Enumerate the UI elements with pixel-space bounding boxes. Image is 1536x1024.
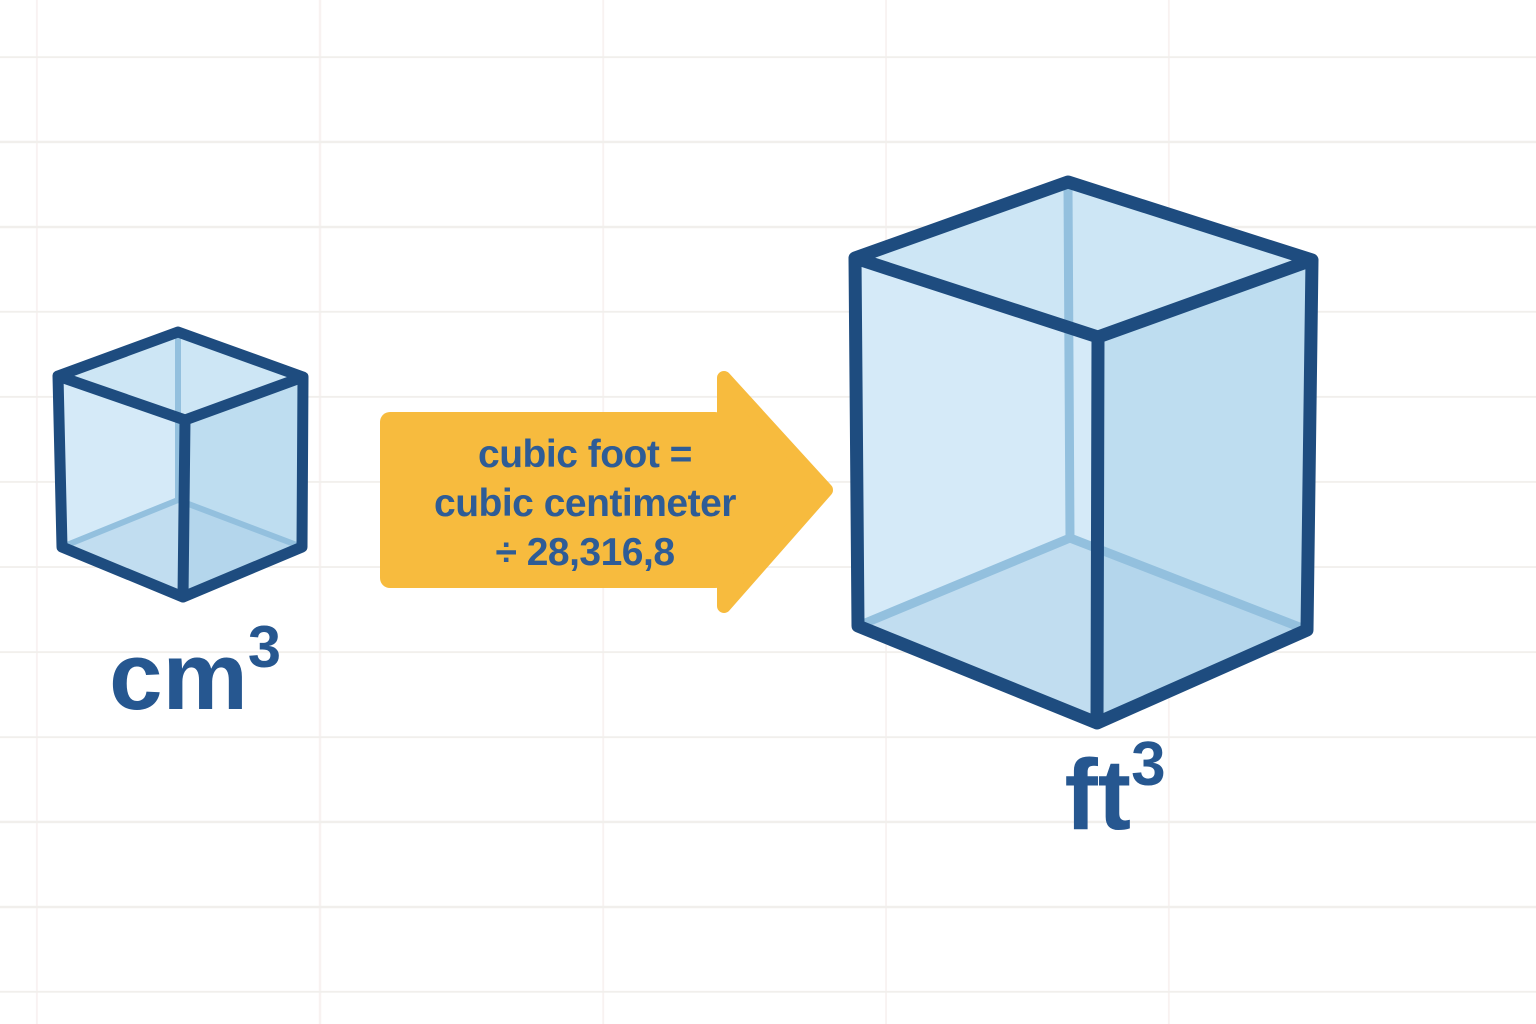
- small-cube-left-face: [58, 376, 185, 597]
- cm3-label: cm3: [60, 617, 330, 732]
- small-cube-outline-edges: [52, 326, 309, 603]
- cm3-label-base: cm: [109, 623, 248, 730]
- conversion-arrow-body: [380, 412, 725, 588]
- ft3-label-exponent: 3: [1131, 730, 1166, 800]
- small-cube-illustration: [52, 326, 309, 603]
- ft3-label: ft3: [980, 734, 1250, 853]
- conversion-arrow-head: [717, 371, 833, 613]
- arrow-label-line-2: cubic centimeter: [434, 482, 736, 525]
- ft3-label-base: ft: [1064, 739, 1132, 851]
- arrow-label-line-1: cubic foot =: [478, 433, 692, 476]
- large-cube-inner-edges: [853, 183, 1312, 635]
- large-cube-illustration: [848, 175, 1319, 730]
- small-cube-right-face: [183, 377, 303, 597]
- arrow-label-line-3: ÷ 28,316,8: [495, 531, 675, 574]
- arrow-label: cubic foot = cubic centimeter ÷ 28,316,8: [380, 430, 790, 577]
- conversion-arrow: [380, 371, 833, 613]
- large-cube-outline-edges: [848, 175, 1319, 730]
- cm3-label-exponent: 3: [247, 613, 281, 681]
